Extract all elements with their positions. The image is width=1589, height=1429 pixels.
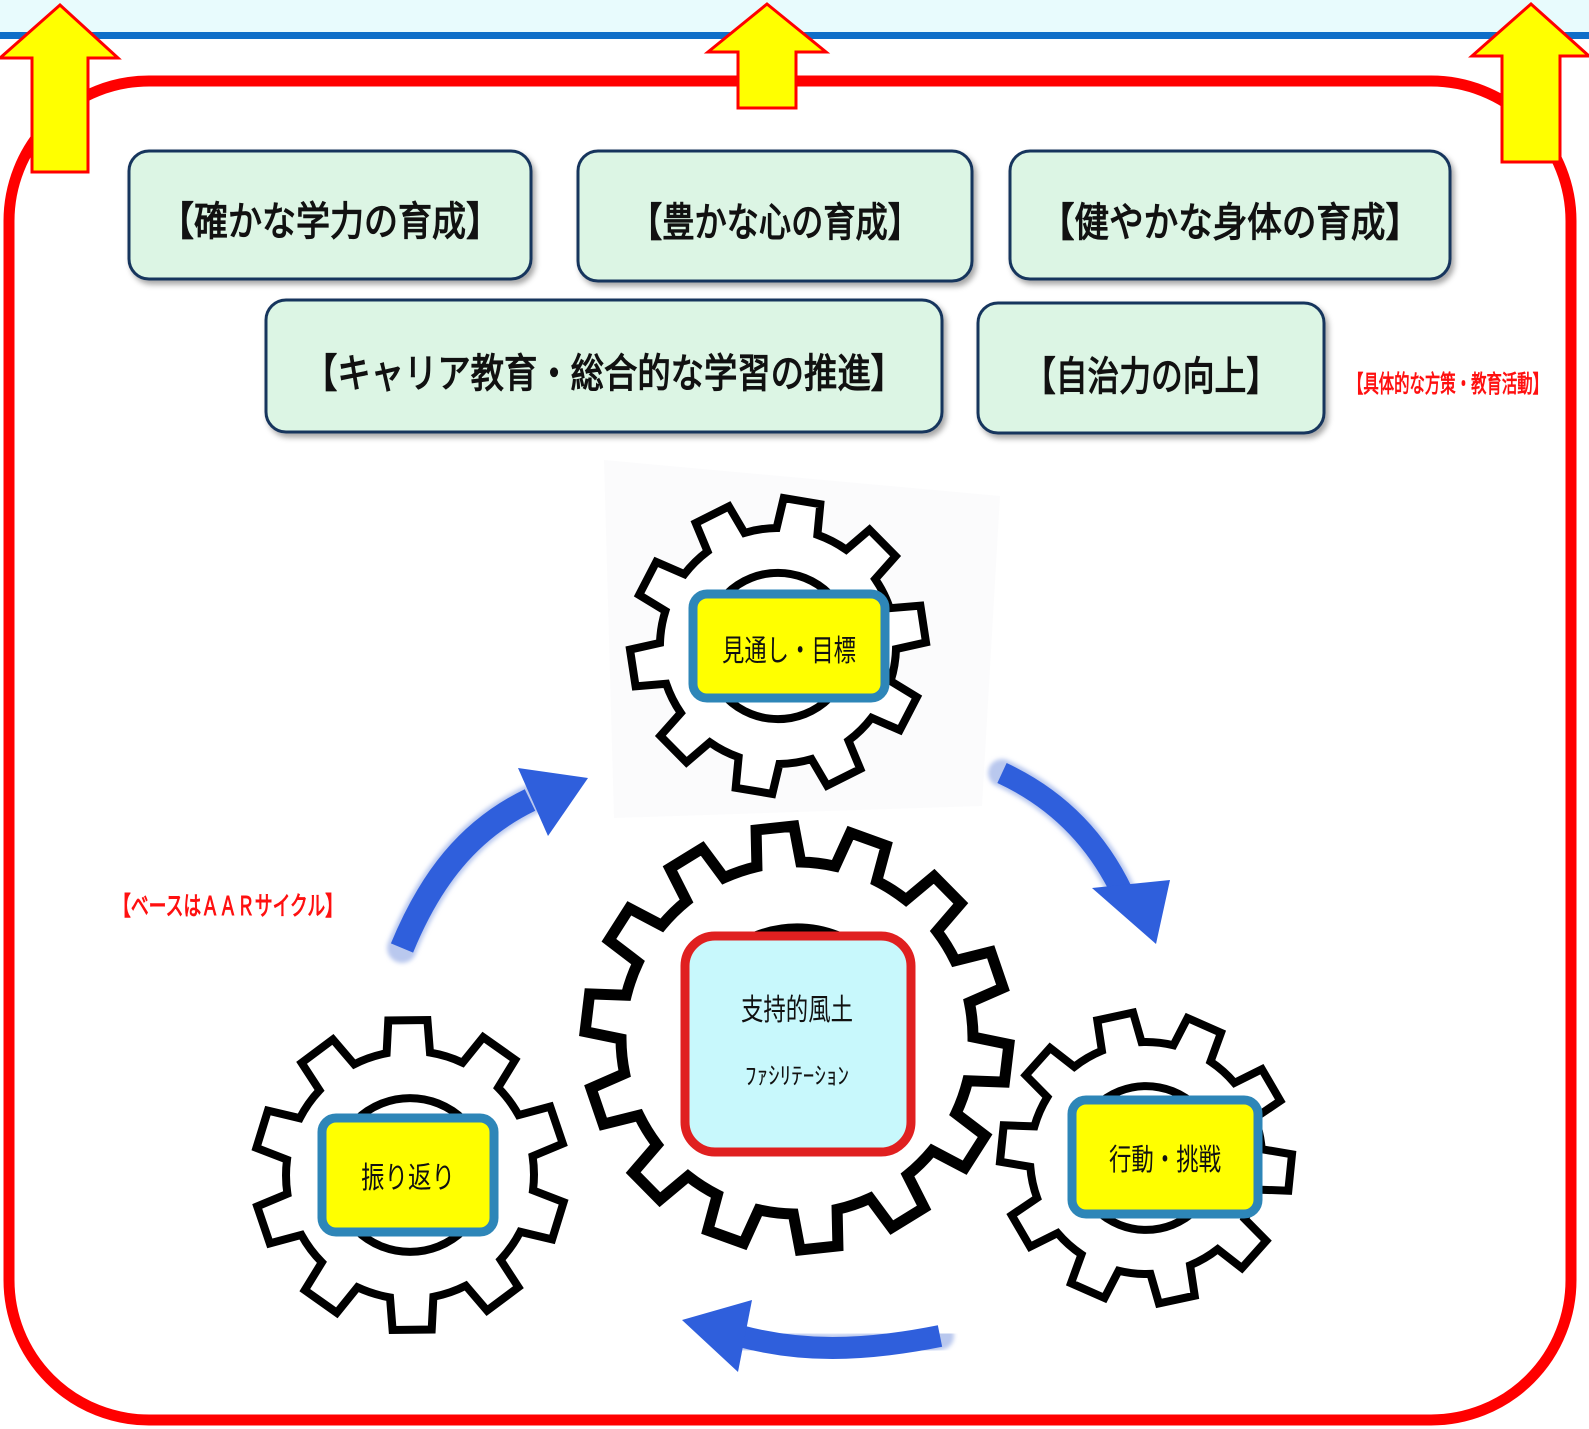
measures-note: 【具体的な方策・教育活動】 (1348, 370, 1548, 398)
goal-box-academic: 【確かな学力の育成】 (127, 149, 533, 281)
curved-arrow-icon-to-goal (387, 768, 588, 963)
goal-label-heart: 【豊かな心の育成】 (630, 200, 920, 246)
cycle-label-top: 見通し・目標 (688, 589, 890, 703)
cycle-label-right: 行動・挑戦 (1067, 1095, 1263, 1219)
goal-box-heart: 【豊かな心の育成】 (576, 149, 974, 283)
up-arrow-icon-left (0, 2, 122, 174)
goal-label-autonomy: 【自治力の向上】 (1024, 354, 1278, 400)
cycle-label-left-text: 振り返り (361, 1161, 455, 1196)
cycle-center-line1: 支持的風土 (741, 993, 853, 1028)
cycle-center-line2: ﾌｧｼﾘﾃｰｼｮﾝ (745, 1062, 849, 1090)
cycle-label-left: 振り返り (317, 1113, 499, 1237)
up-arrow-icon-center (703, 2, 831, 110)
goal-label-career: 【キャリア教育・総合的な学習の推進】 (304, 351, 904, 397)
cycle-label-top-text: 見通し・目標 (722, 634, 856, 669)
goal-box-autonomy: 【自治力の向上】 (976, 301, 1326, 435)
goal-label-academic: 【確かな学力の育成】 (160, 199, 500, 245)
cycle-base-note: 【ベースはＡＡＲサイクル】 (113, 892, 343, 922)
goal-box-body: 【健やかな身体の育成】 (1008, 149, 1452, 281)
goal-label-body: 【健やかな身体の育成】 (1040, 200, 1420, 246)
goal-box-career: 【キャリア教育・総合的な学習の推進】 (264, 298, 944, 434)
curved-arrow-icon-to-reflection (682, 1300, 954, 1372)
curved-arrow-icon-to-action (988, 759, 1170, 944)
cycle-label-right-text: 行動・挑戦 (1109, 1143, 1221, 1178)
cycle-center-box: 支持的風土 ﾌｧｼﾘﾃｰｼｮﾝ (680, 931, 916, 1157)
up-arrow-icon-right (1468, 1, 1589, 164)
